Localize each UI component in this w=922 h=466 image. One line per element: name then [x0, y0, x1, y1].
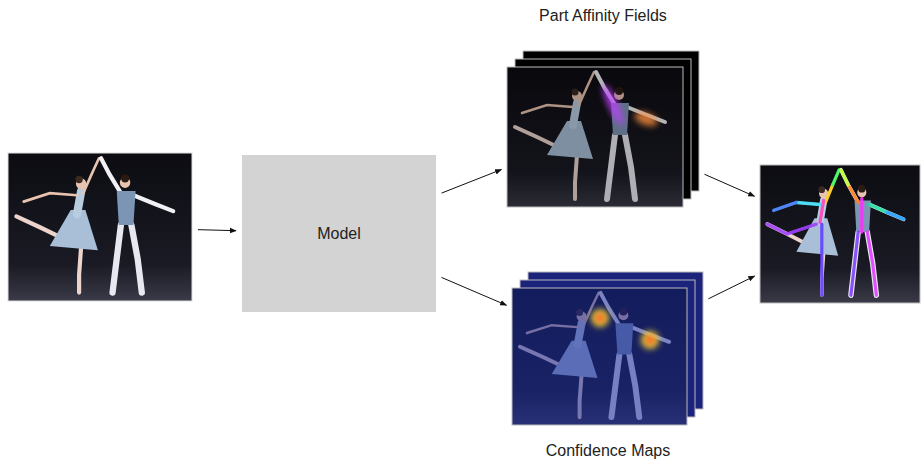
model-box: Model: [242, 155, 436, 312]
image-frame: [8, 153, 192, 301]
flow-arrow: [442, 277, 507, 305]
image-stack: Confidence Maps: [510, 270, 706, 464]
image-frame: [760, 165, 920, 303]
image-frame: [512, 272, 703, 425]
output-image: [760, 165, 920, 303]
process-label: Model: [317, 224, 361, 243]
stack-title: Part Affinity Fields: [539, 6, 667, 25]
flow-arrow: [708, 276, 754, 299]
flow-arrow: [198, 230, 236, 231]
flow-arrow: [704, 174, 754, 196]
flow-arrow: [442, 170, 502, 194]
image-stack: Part Affinity Fields: [505, 2, 701, 208]
stack-title: Confidence Maps: [546, 441, 671, 460]
image-frame: [507, 51, 699, 208]
input-image: [8, 153, 192, 301]
